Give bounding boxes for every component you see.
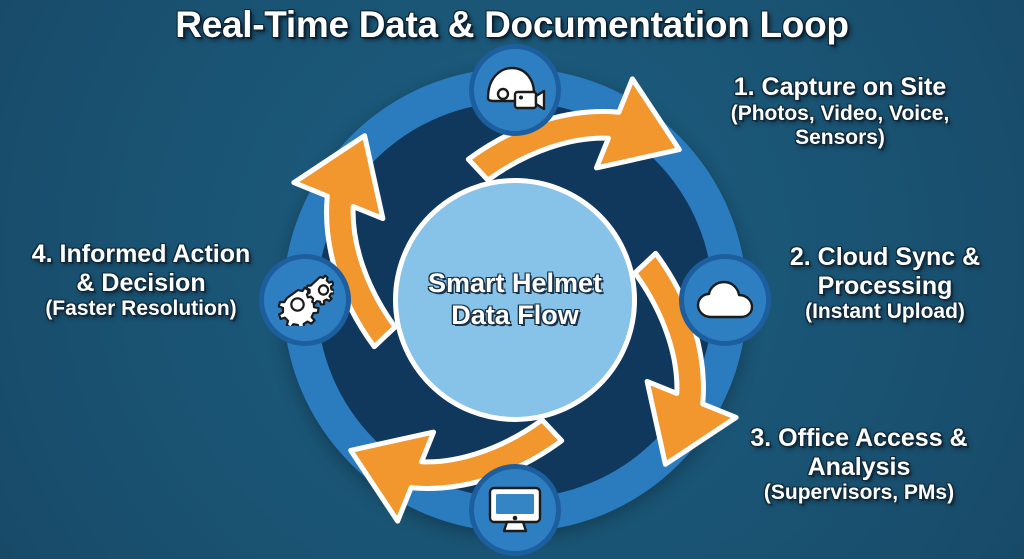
step-detail-capture: (Photos, Video, Voice, Sensors) — [730, 101, 950, 149]
cloud-icon — [696, 280, 754, 319]
hub-title-line-2: Data Flow — [451, 300, 579, 330]
step-node-office[interactable] — [469, 464, 561, 556]
step-heading-cloud: 2. Cloud Sync & Processing — [789, 243, 981, 300]
step-node-action[interactable] — [259, 254, 351, 346]
step-heading-action: 4. Informed Action & Decision — [31, 240, 251, 297]
step-label-cloud: 2. Cloud Sync & Processing (Instant Uplo… — [752, 243, 1018, 324]
step-heading-capture: 1. Capture on Site — [733, 73, 947, 101]
helmet-camera-icon — [486, 66, 546, 111]
step-detail-office: (Supervisors, PMs) — [763, 481, 955, 504]
step-node-cloud[interactable] — [679, 254, 771, 346]
step-heading-office: 3. Office Access & Analysis — [750, 424, 968, 481]
step-detail-action: (Faster Resolution) — [45, 297, 237, 320]
gears-icon — [277, 274, 334, 326]
step-label-action: 4. Informed Action & Decision (Faster Re… — [6, 240, 276, 321]
desktop-monitor-icon — [488, 486, 542, 533]
step-node-capture[interactable] — [469, 44, 561, 136]
page-title: Real-Time Data & Documentation Loop — [175, 4, 849, 45]
cycle-diagram: Smart Helmet Data Flow — [283, 68, 747, 532]
hub-title-line-1: Smart Helmet — [427, 268, 603, 299]
hub-center: Smart Helmet Data Flow — [393, 178, 637, 422]
step-detail-cloud: (Instant Upload) — [805, 300, 965, 323]
step-label-capture: 1. Capture on Site (Photos, Video, Voice… — [664, 73, 1016, 150]
step-label-office: 3. Office Access & Analysis (Supervisors… — [700, 424, 1018, 505]
